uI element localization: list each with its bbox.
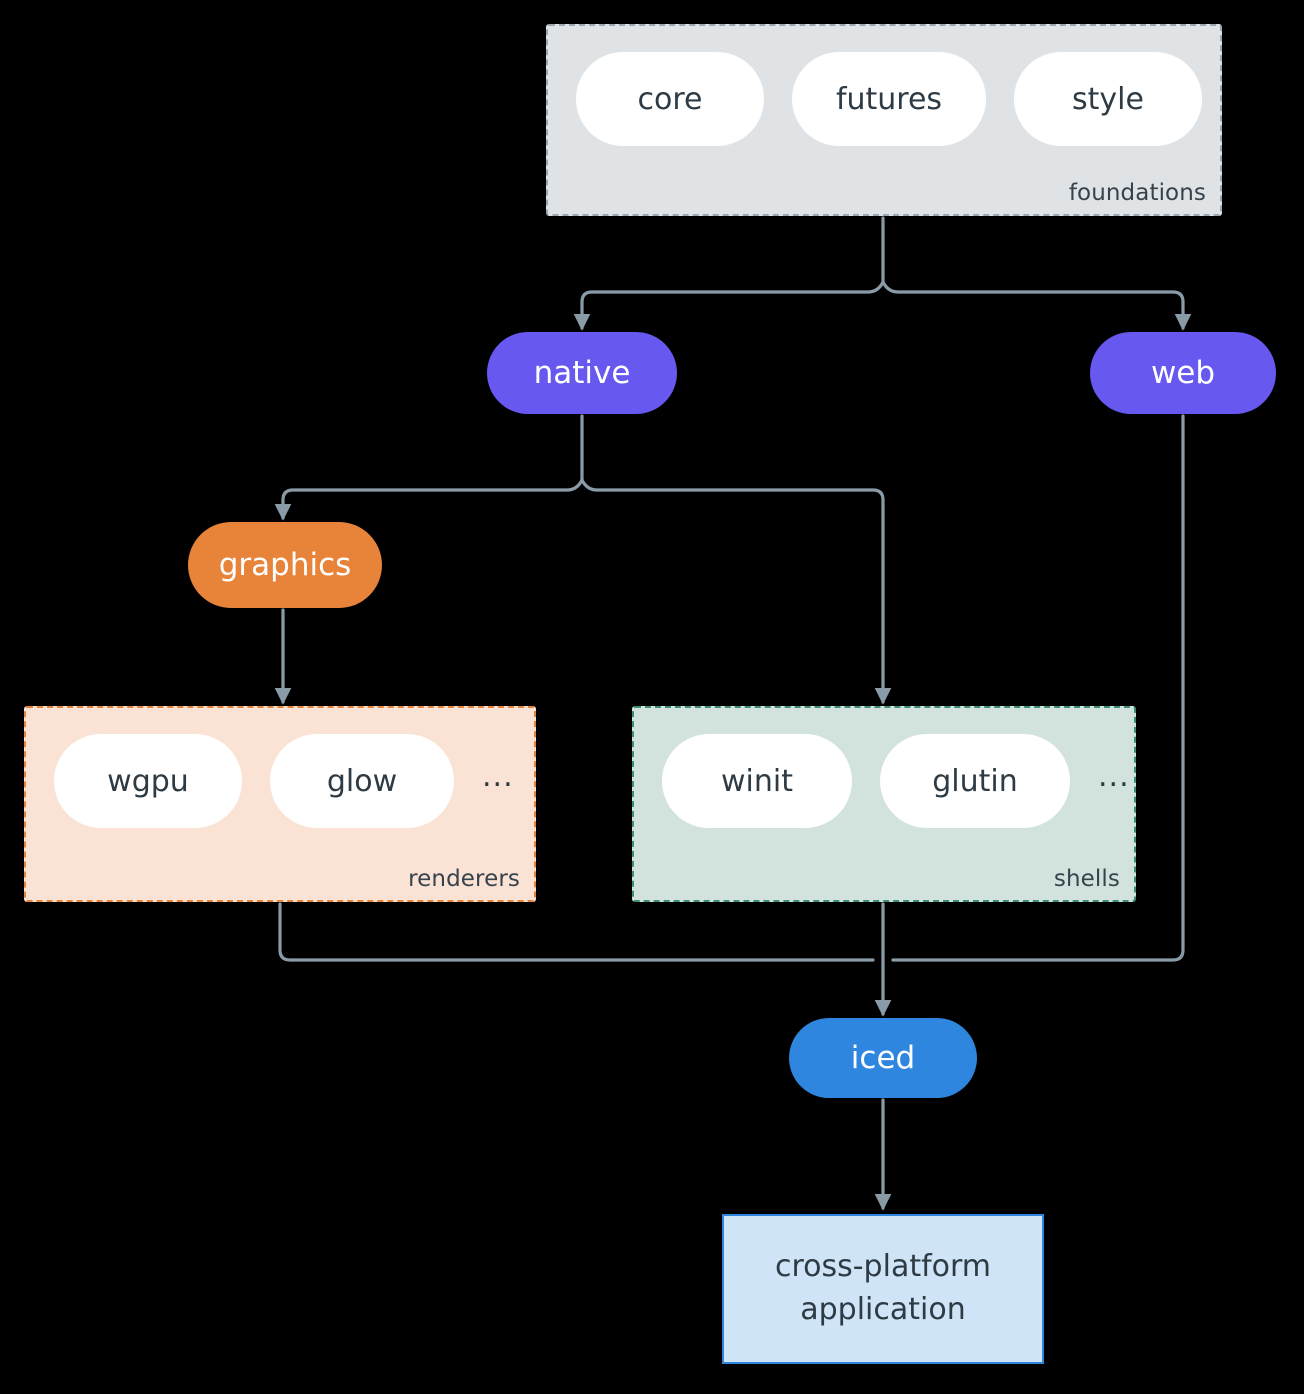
application-label-line2: application xyxy=(800,1292,966,1327)
node-native[interactable]: native xyxy=(487,332,677,414)
node-graphics[interactable]: graphics xyxy=(188,522,382,608)
chip-glow[interactable]: glow xyxy=(270,734,454,828)
node-web[interactable]: web xyxy=(1090,332,1276,414)
chip-glutin[interactable]: glutin xyxy=(880,734,1070,828)
node-iced[interactable]: iced xyxy=(789,1018,977,1098)
node-cross-platform-application[interactable]: cross-platform application xyxy=(722,1214,1044,1364)
group-label-shells: shells xyxy=(1053,866,1120,892)
group-renderers: wgpu glow ... renderers xyxy=(24,706,536,902)
renderers-more-ellipsis: ... xyxy=(482,759,514,794)
foundations-chip-list: core futures style xyxy=(576,52,1202,146)
edge-native-graphics xyxy=(274,478,584,521)
chip-style[interactable]: style xyxy=(1014,52,1202,146)
group-shells: winit glutin ... shells xyxy=(632,706,1136,902)
edge-renderers-iced xyxy=(278,902,875,962)
group-foundations: core futures style foundations xyxy=(546,24,1222,216)
edge-foundations-web xyxy=(881,280,1192,331)
chip-winit[interactable]: winit xyxy=(662,734,852,828)
edge-native-shells xyxy=(580,478,892,705)
chip-futures[interactable]: futures xyxy=(792,52,986,146)
chip-core[interactable]: core xyxy=(576,52,764,146)
group-label-foundations: foundations xyxy=(1068,180,1206,206)
shells-more-ellipsis: ... xyxy=(1098,759,1130,794)
renderers-chip-list: wgpu glow ... xyxy=(54,734,514,828)
group-label-renderers: renderers xyxy=(408,866,520,892)
application-label-line1: cross-platform xyxy=(774,1249,992,1285)
shells-chip-list: winit glutin ... xyxy=(662,734,1130,828)
chip-wgpu[interactable]: wgpu xyxy=(54,734,242,828)
edge-foundations-native xyxy=(573,280,885,331)
